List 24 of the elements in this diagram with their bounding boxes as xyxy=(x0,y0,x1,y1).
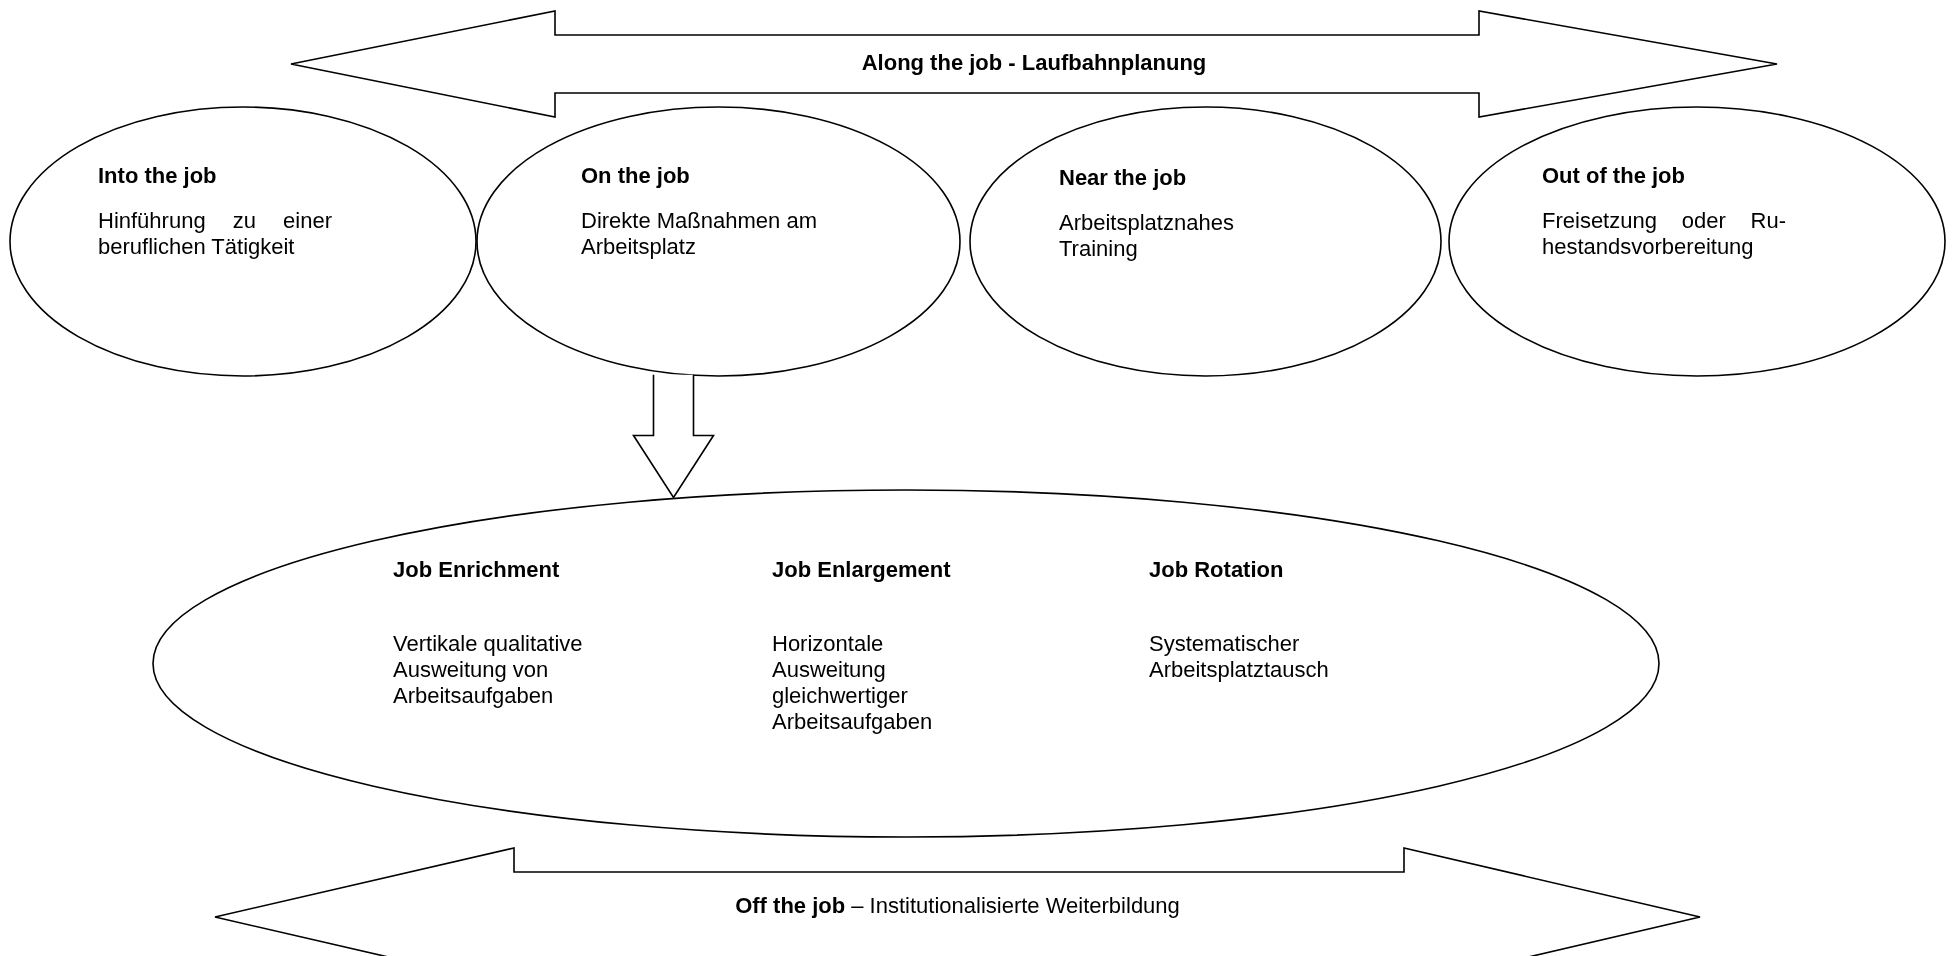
ellipse-node xyxy=(969,106,1442,377)
node-heading: On the job xyxy=(581,163,691,189)
node-text: Systematischer Arbeitsplatztausch xyxy=(1149,631,1330,683)
ellipse-node xyxy=(152,489,1660,838)
node-text: Direkte Maßnahmen am Arbeitsplatz xyxy=(581,208,818,260)
node-text: Arbeitsplatznahes Training xyxy=(1059,210,1235,262)
node-text: Off the job – Institutionalisierte Weiterbildung xyxy=(734,893,1181,919)
block-arrow xyxy=(632,373,715,499)
node-heading: Near the job xyxy=(1059,165,1188,191)
node-heading: Along the job - Laufbahnplanung xyxy=(860,50,1208,76)
node-heading: Job Enlargement xyxy=(772,557,952,583)
node-text: Hinführung zu einer beruflichen Tätigkeit xyxy=(98,208,332,260)
node-heading: Into the job xyxy=(98,163,218,189)
ellipse-node xyxy=(9,106,477,377)
node-text: Vertikale qualitative Ausweitung von Arbeitsaufgaben xyxy=(393,631,583,709)
node-heading: Out of the job xyxy=(1542,163,1686,189)
double-arrow-banner xyxy=(214,847,1701,956)
node-heading: Job Rotation xyxy=(1149,557,1285,583)
double-arrow-banner xyxy=(290,10,1778,118)
node-text: Horizontale Ausweitung gleichwertiger Arbeitsaufgaben xyxy=(772,631,934,735)
ellipse-node xyxy=(1448,106,1946,377)
node-text: Freisetzung oder Ru- hestandsvorbereitung xyxy=(1542,208,1786,260)
node-heading: Job Enrichment xyxy=(393,557,561,583)
ellipse-node xyxy=(476,106,961,377)
